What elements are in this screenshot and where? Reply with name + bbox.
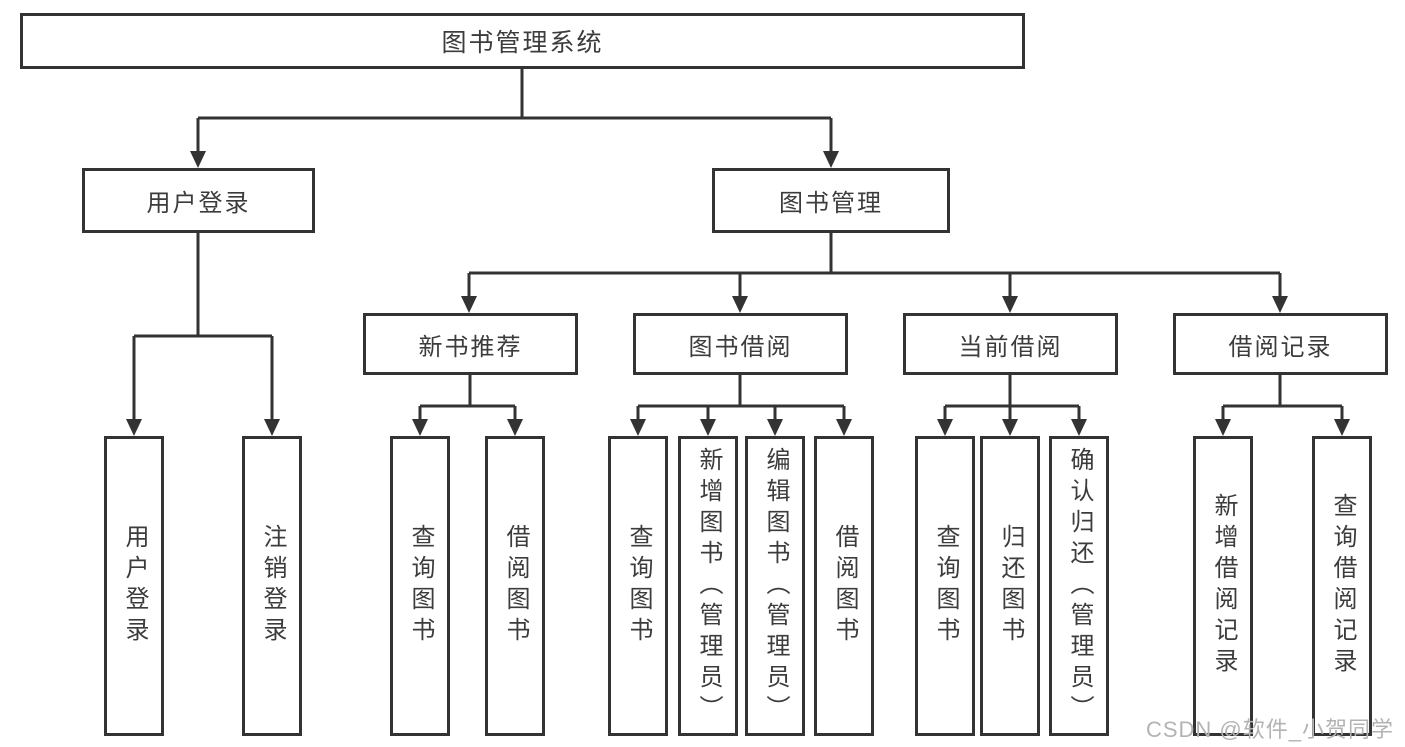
leaf-borrow-books-1: 借阅图书: [485, 436, 545, 736]
leaf-query-books-1: 查询图书: [390, 436, 450, 736]
leaf-user-login: 用户登录: [104, 436, 164, 736]
leaf-query-borrow-record: 查询借阅记录: [1312, 436, 1372, 736]
node-book-management: 图书管理: [712, 168, 950, 233]
node-book-borrow: 图书借阅: [633, 313, 848, 375]
leaf-logout: 注销登录: [242, 436, 302, 736]
node-new-book-recommend: 新书推荐: [363, 313, 578, 375]
node-root-system: 图书管理系统: [20, 13, 1025, 69]
node-borrow-records: 借阅记录: [1173, 313, 1388, 375]
node-current-borrow: 当前借阅: [903, 313, 1118, 375]
leaf-confirm-return-admin: 确认归还（管理员）: [1049, 436, 1109, 736]
leaf-add-book-admin: 新增图书（管理员）: [678, 436, 738, 736]
leaf-edit-book-admin: 编辑图书（管理员）: [745, 436, 805, 736]
leaf-query-books-3: 查询图书: [915, 436, 975, 736]
node-user-login: 用户登录: [82, 168, 315, 233]
leaf-borrow-books-2: 借阅图书: [814, 436, 874, 736]
watermark: CSDN @软件_小贺同学: [1145, 717, 1394, 742]
leaf-add-borrow-record: 新增借阅记录: [1193, 436, 1253, 736]
leaf-return-books: 归还图书: [980, 436, 1040, 736]
tree-edges: [132, 69, 1344, 423]
leaf-query-books-2: 查询图书: [608, 436, 668, 736]
